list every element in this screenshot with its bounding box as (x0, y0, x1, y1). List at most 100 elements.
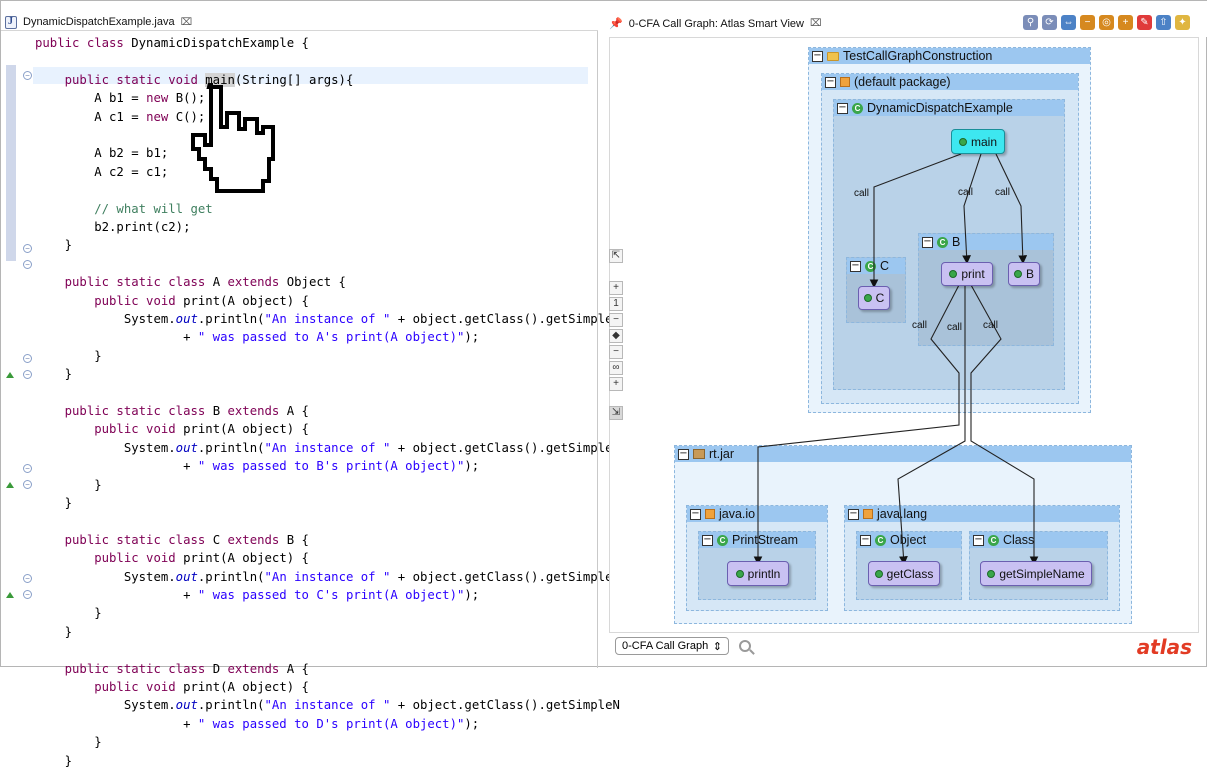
code-line[interactable]: + " was passed to D's print(A object)"); (35, 716, 479, 732)
code-token: A b2 = b1; (35, 146, 169, 161)
code-line[interactable]: public static void main(String[] args){ (35, 72, 353, 88)
view-select[interactable]: 0-CFA Call Graph ⇕ (615, 637, 729, 655)
printstream-group[interactable]: − C PrintStream (698, 531, 816, 600)
zoom-top-button[interactable]: ⇱ (609, 249, 623, 263)
code-line[interactable]: // what will get (35, 201, 212, 217)
fit-icon[interactable]: ⇔ (1061, 15, 1076, 30)
zoom-in-button[interactable]: + (609, 281, 623, 295)
zoom-in-icon[interactable]: + (1118, 15, 1133, 30)
code-line[interactable]: System.out.println("An instance of " + o… (35, 311, 620, 327)
zoom-infinity-button[interactable]: ∞ (609, 361, 623, 375)
code-token: "An instance of " (264, 440, 391, 455)
code-line[interactable]: public static class B extends A { (35, 403, 309, 419)
hierarchy-icon[interactable]: ⚲ (1023, 15, 1038, 30)
code-area[interactable]: public class DynamicDispatchExample { pu… (1, 35, 620, 768)
fold-marker[interactable]: − (23, 590, 32, 599)
code-token: } (35, 367, 73, 382)
method-node-getsimplename[interactable]: getSimpleName (980, 561, 1092, 586)
editor-tab[interactable]: DynamicDispatchExample.java ⌧ (5, 11, 192, 33)
method-node-c-ctor[interactable]: C (858, 286, 890, 310)
method-node-b-ctor[interactable]: B (1008, 262, 1040, 286)
class-b-header: − C B (919, 234, 1053, 250)
zoom-center-button[interactable]: ◆ (609, 329, 623, 343)
collapse-icon[interactable]: − (973, 533, 984, 546)
method-node-getclass[interactable]: getClass (868, 561, 940, 586)
search-icon[interactable] (739, 640, 751, 652)
code-token: System. (35, 569, 176, 584)
pin-view-icon[interactable]: ✎ (1137, 15, 1152, 30)
code-line[interactable]: + " was passed to A's print(A object)"); (35, 329, 479, 345)
code-line[interactable]: System.out.println("An instance of " + o… (35, 697, 620, 713)
fold-marker[interactable]: − (23, 71, 32, 80)
default-package-header: − (default package) (822, 74, 1078, 90)
method-node-print[interactable]: print (941, 262, 993, 286)
code-line[interactable]: } (35, 348, 101, 364)
export-icon[interactable]: ⇧ (1156, 15, 1171, 30)
fold-marker[interactable]: − (23, 464, 32, 473)
code-line[interactable]: public void print(A object) { (35, 679, 309, 695)
code-line[interactable]: A b1 = new B(); (35, 90, 205, 106)
method-node-main[interactable]: main (951, 129, 1005, 154)
refresh-icon[interactable]: ⟳ (1042, 15, 1057, 30)
fold-marker[interactable]: − (23, 370, 32, 379)
code-line[interactable]: } (35, 753, 72, 769)
collapse-icon[interactable]: − (690, 507, 701, 520)
java-io-header: − java.io (687, 506, 827, 522)
collapse-icon[interactable]: − (702, 533, 713, 546)
code-token: A c1 = (35, 109, 147, 124)
collapse-icon[interactable]: − (812, 49, 823, 62)
close-icon[interactable]: ⌧ (180, 16, 193, 28)
collapse-icon[interactable]: − (825, 75, 836, 88)
code-line[interactable]: public static class C extends B { (35, 532, 309, 548)
code-line[interactable]: public void print(A object) { (35, 421, 309, 437)
zoom-out-icon[interactable]: − (1080, 15, 1095, 30)
zoom-reset-icon[interactable]: ◎ (1099, 15, 1114, 30)
collapse-icon[interactable]: − (848, 507, 859, 520)
java-lang-header: − java.lang (845, 506, 1119, 522)
code-token: new (146, 91, 176, 106)
zoom-minus-button[interactable]: − (609, 345, 623, 359)
zoom-plus-button[interactable]: + (609, 377, 623, 391)
code-line[interactable]: } (35, 605, 101, 621)
graph-tab[interactable]: 📌 0-CFA Call Graph: Atlas Smart View ⌧ (609, 17, 822, 31)
code-line[interactable]: public void print(A object) { (35, 550, 309, 566)
code-line[interactable]: A c1 = new C(); (35, 109, 205, 125)
code-line[interactable]: public class DynamicDispatchExample { (35, 35, 309, 51)
code-line[interactable]: A c2 = c1; (35, 164, 168, 180)
method-node-label: getSimpleName (999, 566, 1085, 581)
code-line[interactable]: + " was passed to B's print(A object)"); (35, 458, 479, 474)
zoom-bottom-button[interactable]: ⇲ (609, 406, 623, 420)
method-node-println[interactable]: println (727, 561, 789, 586)
collapse-icon[interactable]: − (850, 259, 861, 272)
code-line[interactable]: public static class A extends Object { (35, 274, 346, 290)
close-icon[interactable]: ⌧ (809, 18, 822, 29)
zoom-level-button[interactable]: 1 (609, 297, 623, 311)
zoom-out-button[interactable]: − (609, 313, 623, 327)
code-token: "An instance of " (264, 312, 391, 326)
code-line[interactable]: } (35, 624, 72, 640)
fold-marker[interactable]: − (23, 574, 32, 583)
code-token: ); (464, 588, 480, 602)
code-line[interactable]: } (35, 477, 101, 493)
code-line[interactable]: System.out.println("An instance of " + o… (35, 569, 620, 585)
fold-marker[interactable]: − (23, 480, 32, 489)
code-line[interactable]: public void print(A object) { (35, 293, 309, 309)
code-line[interactable]: } (35, 495, 72, 511)
highlight-icon[interactable]: ✦ (1175, 15, 1190, 30)
class-b-group[interactable]: − C B (918, 233, 1054, 346)
fold-marker[interactable]: − (23, 260, 32, 269)
code-line[interactable]: A b2 = b1; (35, 145, 168, 161)
code-line[interactable]: } (35, 734, 101, 750)
collapse-icon[interactable]: − (922, 235, 933, 248)
code-line[interactable]: } (35, 237, 72, 253)
collapse-icon[interactable]: − (678, 447, 689, 460)
code-line[interactable]: System.out.println("An instance of " + o… (35, 440, 620, 456)
code-line[interactable]: + " was passed to C's print(A object)"); (35, 587, 479, 603)
collapse-icon[interactable]: − (860, 533, 871, 546)
code-token: out (175, 569, 198, 584)
code-line[interactable]: b2.print(c2); (35, 219, 190, 235)
code-line[interactable]: } (35, 366, 72, 382)
fold-marker[interactable]: − (23, 244, 32, 253)
collapse-icon[interactable]: − (837, 101, 848, 114)
fold-marker[interactable]: − (23, 354, 32, 363)
